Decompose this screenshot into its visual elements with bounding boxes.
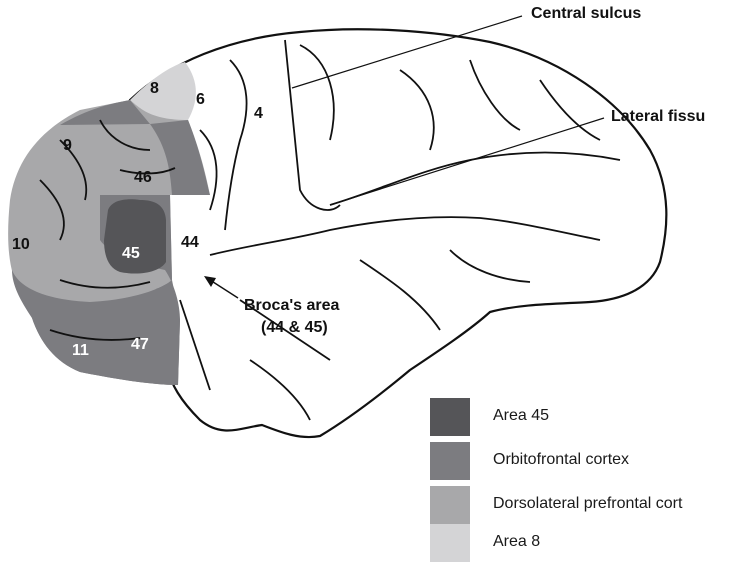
area-47-label: 47: [131, 336, 149, 353]
legend-item-orbitofrontal: Orbitofrontal cortex: [430, 442, 729, 482]
lateral-fissure-label: Lateral fissu: [611, 108, 705, 125]
legend-swatch-area-8: [430, 524, 470, 562]
central-sulcus-pointer: [291, 15, 523, 89]
area-4-label: 4: [254, 105, 263, 122]
brocas-area-label: Broca's area: [244, 297, 340, 314]
legend-label-area-8: Area 8: [493, 533, 541, 550]
central-sulcus-label: Central sulcus: [531, 5, 641, 22]
orbitofrontal-lower-region: [20, 280, 180, 385]
legend-label-orbitofrontal: Orbitofrontal cortex: [493, 451, 630, 468]
legend-item-dorsolateral: Dorsolateral prefrontal cort: [430, 486, 729, 526]
legend-swatch-orbitofrontal: [430, 442, 470, 480]
area-8-region: [130, 62, 196, 124]
lateral-fissure-pointer: [329, 117, 605, 206]
area-45-label: 45: [122, 245, 140, 262]
legend-swatch-dorsolateral: [430, 486, 470, 524]
area-6-label: 6: [196, 91, 205, 108]
area-10-label: 10: [12, 236, 30, 253]
brain-outline: [58, 28, 668, 439]
area-8-label: 8: [150, 80, 159, 97]
area-44-label: 44: [181, 234, 199, 251]
legend-item-area-8: Area 8: [430, 524, 729, 564]
brocas-area-arrow-line: [209, 279, 239, 299]
area-9-label: 9: [63, 137, 72, 154]
legend-swatch-area-45: [430, 398, 470, 436]
area-11-label: 11: [72, 342, 89, 359]
legend-item-area-45: Area 45: [430, 398, 729, 438]
area-46-label: 46: [134, 169, 152, 186]
brocas-area-sublabel: (44 & 45): [261, 319, 328, 336]
legend-label-dorsolateral: Dorsolateral prefrontal cort: [493, 495, 683, 512]
legend-label-area-45: Area 45: [493, 407, 550, 424]
brocas-area-arrowhead: [204, 276, 216, 287]
gyri-lines: [39, 39, 621, 421]
area-45-region: [104, 199, 166, 274]
